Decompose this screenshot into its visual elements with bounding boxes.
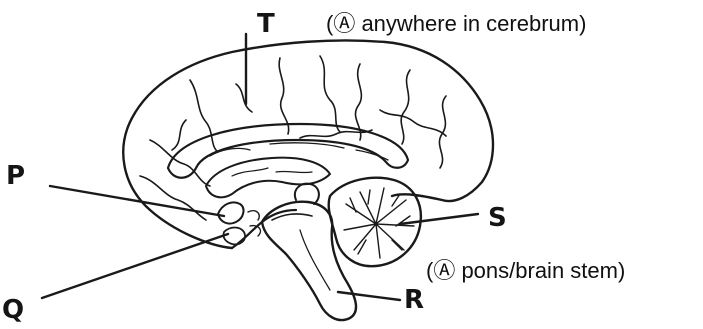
note-pons-brain-stem: (Ⓐ pons/brain stem) [426,253,625,285]
label-p: P [6,161,25,191]
hypothalamus [218,202,243,223]
leader-line-q [42,234,228,298]
cerebrum-outline [123,40,493,248]
label-t: T [257,9,275,39]
label-s: S [488,203,507,233]
label-q: Q [2,295,24,325]
label-r: R [404,285,424,315]
thalamus [206,158,330,198]
brainstem [262,202,356,320]
leader-line-s [400,214,478,224]
leader-line-r [338,292,400,300]
optic-area [223,228,245,245]
leader-line-p [50,186,224,216]
note-cerebrum: (Ⓐ anywhere in cerebrum) [326,6,586,38]
